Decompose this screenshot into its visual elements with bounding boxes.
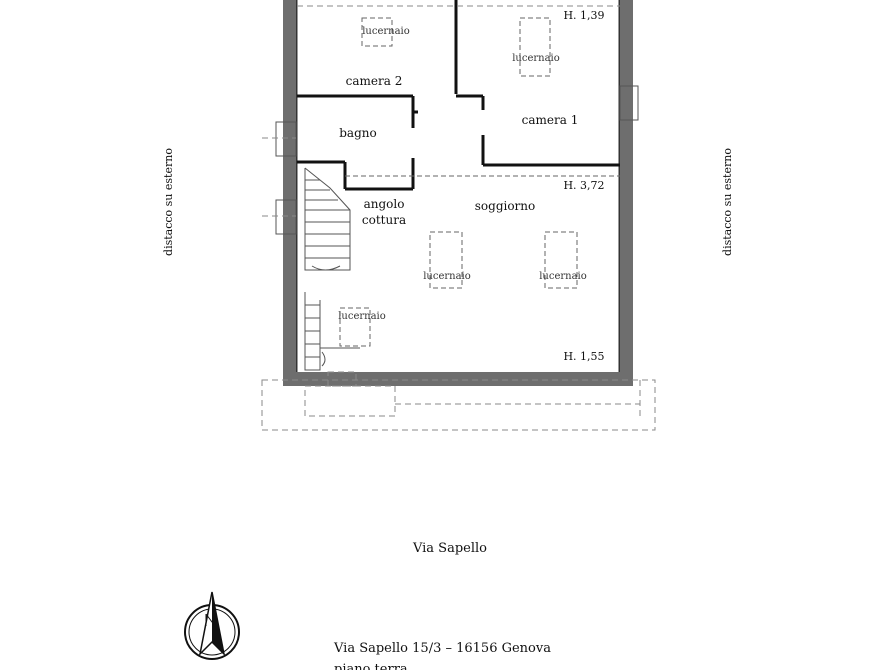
door-mark [327, 371, 357, 387]
label-side-right: distacco su esterno [721, 148, 734, 256]
label-skylight-soggiorno-left: lucernaio [423, 271, 471, 282]
left-outer-wall [283, 0, 296, 386]
skylight-landing [339, 307, 371, 347]
height-middle-right: H. 3,72 [563, 179, 604, 192]
dashed-lines [297, 5, 620, 177]
interior-walls [297, 0, 620, 191]
height-bottom-right: H. 1,55 [563, 350, 604, 363]
label-skylight-camera1: lucernaio [512, 53, 560, 64]
terrace-outline [261, 371, 656, 431]
right-wall-inner-line [618, 0, 620, 372]
label-skylight-camera2: lucernaio [362, 26, 410, 37]
bottom-outer-wall [283, 372, 633, 386]
label-skylight-landing: lucernaio [338, 311, 386, 322]
staircase [304, 167, 360, 371]
window-mark-camera1 [619, 85, 639, 121]
terrace-step-left [304, 385, 396, 417]
label-street: Via Sapello [412, 541, 487, 556]
label-bagno: bagno [339, 126, 376, 140]
skylight-soggiorno-right [544, 231, 578, 289]
label-soggiorno: soggiorno [475, 199, 536, 213]
stair-arrow [311, 265, 341, 271]
address-line-1: Via Sapello 15/3 – 16156 Genova [333, 641, 551, 656]
outer-walls [283, 0, 633, 386]
label-skylight-soggiorno-right: lucernaio [539, 271, 587, 282]
address-line-2: piano terra [334, 662, 408, 670]
terrace-outer [261, 379, 656, 431]
right-outer-wall [620, 0, 633, 386]
window-mark-kitchen [275, 199, 297, 235]
height-top-right: H. 1,39 [563, 9, 604, 22]
lower-stair-arrow [321, 351, 326, 367]
skylights [339, 17, 578, 347]
label-side-left: distacco su esterno [162, 148, 175, 256]
left-wall-inner-line [296, 0, 298, 372]
window-mark-bagno [275, 121, 297, 157]
label-angolo: angolo [364, 197, 405, 211]
skylight-camera2 [361, 17, 393, 47]
stair-outline [304, 167, 351, 271]
label-camera-1: camera 1 [522, 113, 579, 127]
label-camera-2: camera 2 [346, 74, 403, 88]
label-cottura: cottura [362, 213, 406, 227]
skylight-camera1 [519, 17, 551, 77]
north-arrow-icon [184, 591, 240, 660]
left-window-marks [262, 85, 639, 235]
skylight-soggiorno-left [429, 231, 463, 289]
